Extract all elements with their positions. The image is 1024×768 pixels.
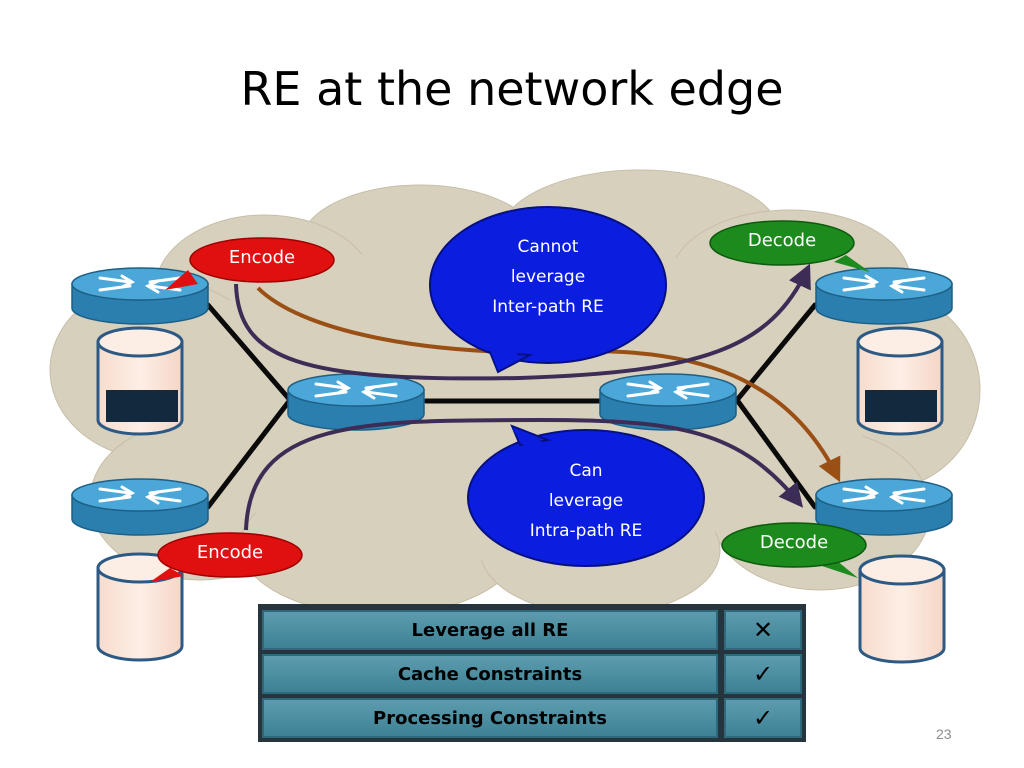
router-decode-top [815, 267, 953, 325]
encode-bottom-label: Encode [196, 542, 264, 563]
page-title: RE at the network edge [240, 62, 784, 116]
router-arrows-icon [98, 485, 182, 505]
bubble-inter-text: Cannot leverage Inter-path RE [448, 232, 648, 322]
table-row: Cache Constraints ✓ [262, 654, 802, 694]
bubble-inter-line-2: leverage [510, 267, 586, 287]
encode-top-label: Encode [228, 247, 296, 268]
router-arrows-icon [314, 380, 398, 400]
router-arrows-icon [842, 485, 926, 505]
router-core-right [599, 373, 737, 431]
cross-icon: ✕ [724, 610, 802, 650]
router-arrows-icon [98, 274, 182, 294]
bubble-inter-path [429, 206, 667, 374]
bubble-intra-line-2: leverage [548, 491, 624, 511]
router-decode-bottom [815, 478, 953, 536]
table-row: Leverage all RE ✕ [262, 610, 802, 650]
router-core-left [287, 373, 425, 431]
row-label: Leverage all RE [262, 610, 718, 650]
row-label: Cache Constraints [262, 654, 718, 694]
link-enc-top-core [205, 302, 293, 403]
cache-block [106, 390, 178, 422]
decode-bottom-label: Decode [759, 532, 829, 553]
link-enc-bottom-core [205, 397, 293, 510]
tag-decode-bottom [721, 522, 867, 578]
router-encode-bottom [71, 478, 209, 536]
cache-block [865, 390, 937, 422]
path-encode-top-to-decode-top [234, 263, 811, 381]
cache-bottom-right [858, 554, 946, 664]
path-encode-bottom-to-decode-bottom [244, 417, 804, 531]
tag-encode-top [165, 237, 335, 290]
bubble-intra-line-3: Intra-path RE [529, 521, 643, 541]
decode-top-label: Decode [747, 230, 817, 251]
check-icon: ✓ [724, 654, 802, 694]
bubble-intra-line-1: Can [569, 461, 603, 481]
bubble-intra-path [467, 424, 705, 567]
bubble-inter-line-1: Cannot [517, 237, 579, 257]
row-label: Processing Constraints [262, 698, 718, 738]
page-number: 23 [936, 726, 952, 742]
cache-top-right [856, 326, 944, 436]
table-row: Processing Constraints ✓ [262, 698, 802, 738]
cache-top-left [96, 326, 184, 436]
bubble-intra-text: Can leverage Intra-path RE [486, 456, 686, 546]
tag-decode-top [709, 220, 870, 272]
tag-encode-bottom [150, 532, 303, 582]
router-arrows-icon [626, 380, 710, 400]
router-arrows-icon [842, 274, 926, 294]
bubble-inter-line-3: Inter-path RE [492, 297, 604, 317]
check-icon: ✓ [724, 698, 802, 738]
router-encode-top [71, 267, 209, 325]
